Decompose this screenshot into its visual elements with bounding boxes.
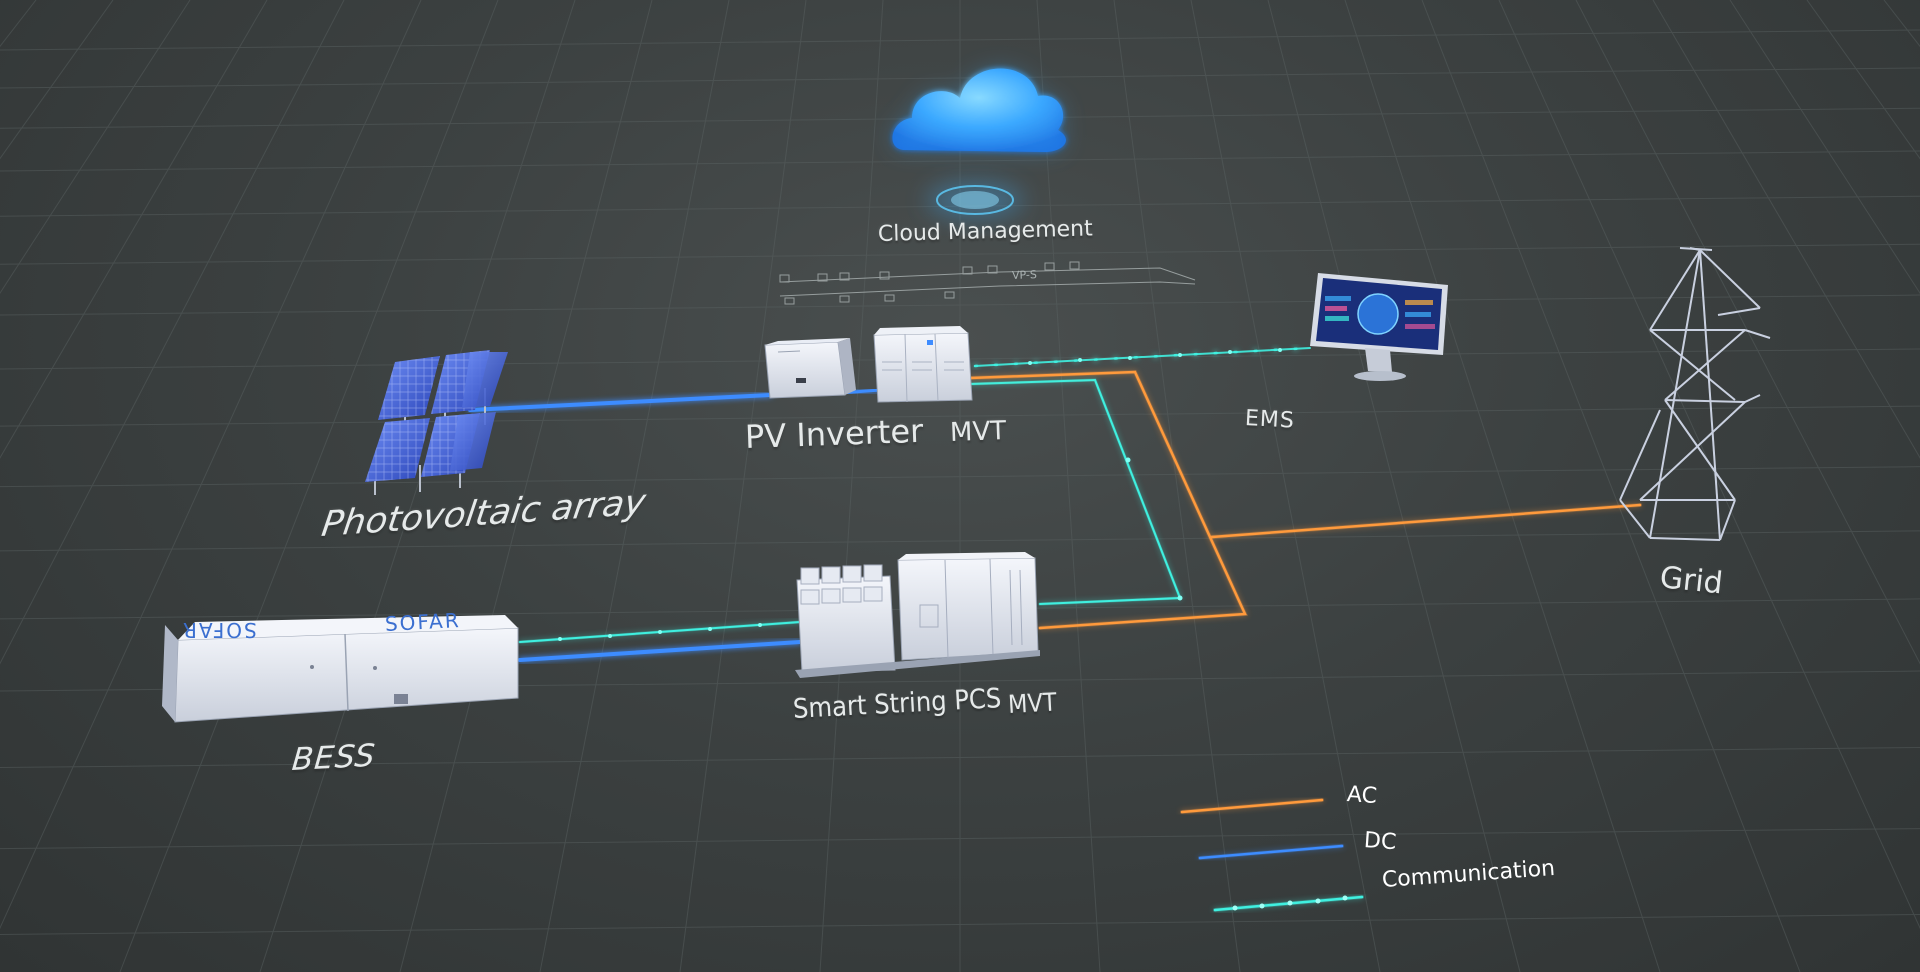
connection-lines [468, 346, 1642, 662]
bess-label: BESS [290, 737, 378, 778]
grid-line [1575, 0, 1920, 665]
brand-logo-right: SOFAR [384, 608, 462, 636]
grid-line [399, 0, 653, 972]
grid-line [0, 0, 191, 295]
grid-line [119, 0, 499, 972]
grid-line [0, 0, 345, 665]
grid-line [259, 0, 576, 972]
grid-line [0, 294, 1920, 316]
transmission-tower-icon [1619, 247, 1771, 541]
transformer-icon [873, 326, 973, 403]
pcs-icon [795, 552, 1040, 678]
grid-line [0, 0, 268, 459]
solar-panel-icon [365, 350, 508, 495]
mvt-bottom-label: MVT [1007, 687, 1058, 719]
grid-line [0, 466, 1920, 488]
brand-logo-left: SOFAR [181, 618, 257, 642]
mvt-top-label: MVT [949, 416, 1007, 448]
legend-ac-label: AC [1346, 782, 1378, 810]
grid-line [819, 0, 884, 972]
grid-line [1498, 0, 1920, 930]
monitor-icon [1310, 273, 1448, 381]
battery-container-icon [162, 615, 519, 723]
grid-line [0, 67, 1920, 89]
grid-line [0, 0, 422, 930]
legend-lines [1180, 798, 1364, 912]
grid-line [679, 0, 807, 972]
grid-line [1267, 0, 1521, 972]
inverter-icon [764, 338, 856, 399]
legend-dc-label: DC [1363, 828, 1398, 856]
grid-line [0, 243, 1920, 265]
grid-line [1190, 0, 1381, 972]
ems-label: EMS [1244, 406, 1296, 434]
dc-line-pv-to-inverter [468, 393, 772, 412]
grid-line [0, 828, 1920, 850]
grid-line [0, 405, 1920, 427]
grid-label: Grid [1658, 560, 1725, 602]
grid-line [1344, 0, 1661, 972]
grid-line [1883, 0, 1920, 48]
grid-line [1652, 0, 1920, 459]
grid-line [0, 913, 1920, 935]
grid-line [1421, 0, 1801, 972]
grid-line [539, 0, 730, 972]
vps-tag: VP-S [1011, 268, 1038, 282]
cloud-icon [892, 68, 1066, 218]
pv-inverter-label: PV Inverter [744, 411, 924, 456]
grid-line [1729, 0, 1920, 295]
grid-line [1113, 0, 1241, 972]
grid-line [1036, 0, 1101, 972]
grid-line [0, 150, 1920, 172]
grid-line [0, 747, 1920, 769]
cloud-schematic [779, 261, 1196, 305]
grid-line [0, 29, 1920, 51]
grid-line [0, 530, 1920, 552]
dc-line-bess-to-pcs [518, 640, 802, 662]
